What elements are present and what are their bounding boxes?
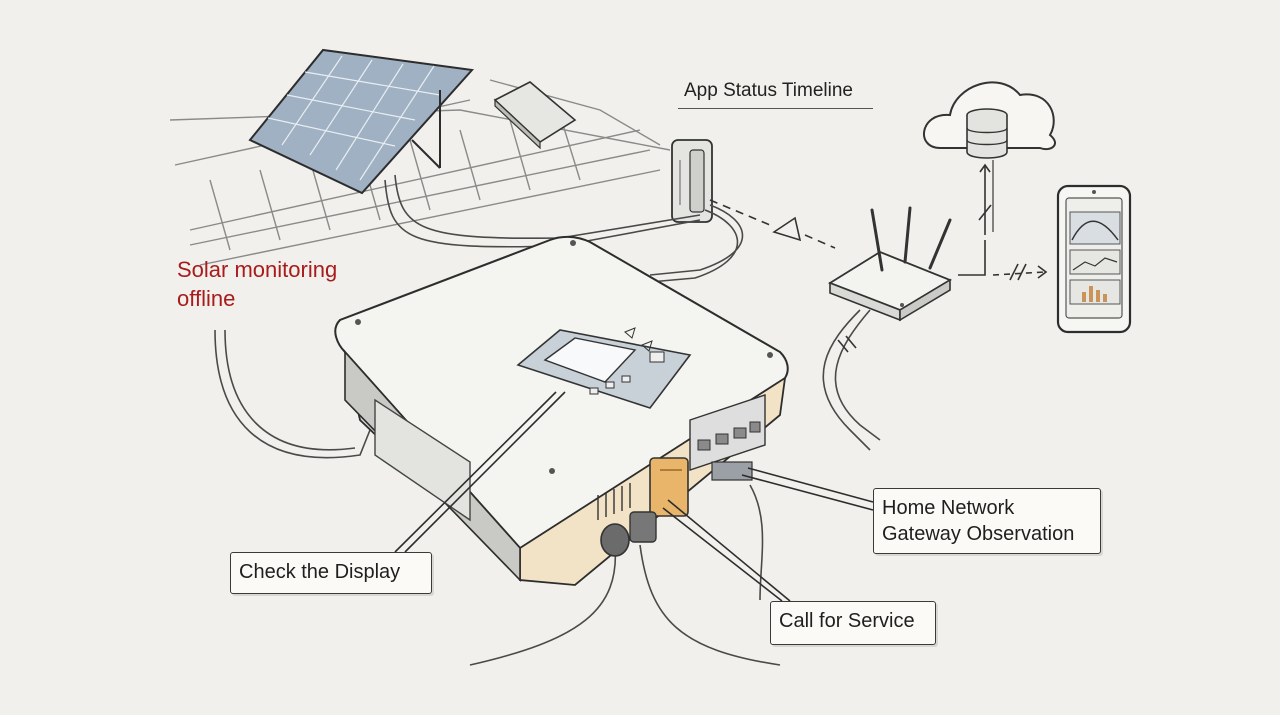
alert-line-2: offline: [177, 286, 236, 311]
callout-call-service-text: Call for Service: [779, 610, 915, 632]
callout-check-display-text: Check the Display: [239, 561, 401, 583]
wall-adapter-icon: [671, 139, 713, 223]
cloud-database-icon: [923, 81, 1056, 159]
cable-lines: [214, 174, 881, 666]
callout-leaders: [394, 391, 874, 602]
alert-line-1: Solar monitoring: [177, 257, 338, 282]
router-icon: [827, 206, 953, 322]
callout-gateway-line-1: Home Network: [882, 497, 1015, 519]
monitoring-offline-alert: Solar monitoring offline: [177, 255, 377, 313]
smartphone-icon: [1056, 184, 1132, 334]
inverter-icon: [334, 235, 789, 586]
solar-panel-icon: [248, 48, 475, 195]
callout-gateway-line-2: Gateway Observation: [882, 523, 1075, 545]
roof-outline: [169, 79, 671, 266]
signal-link-marks: [709, 160, 1048, 353]
callout-check-display: Check the Display: [230, 552, 432, 594]
junction-box-icon: [493, 81, 577, 150]
callout-call-service: Call for Service: [770, 601, 936, 645]
app-status-timeline-title: App Status Timeline: [684, 80, 853, 101]
title-underline: [678, 108, 873, 109]
callout-gateway-observation: Home Network Gateway Observation: [873, 488, 1101, 554]
